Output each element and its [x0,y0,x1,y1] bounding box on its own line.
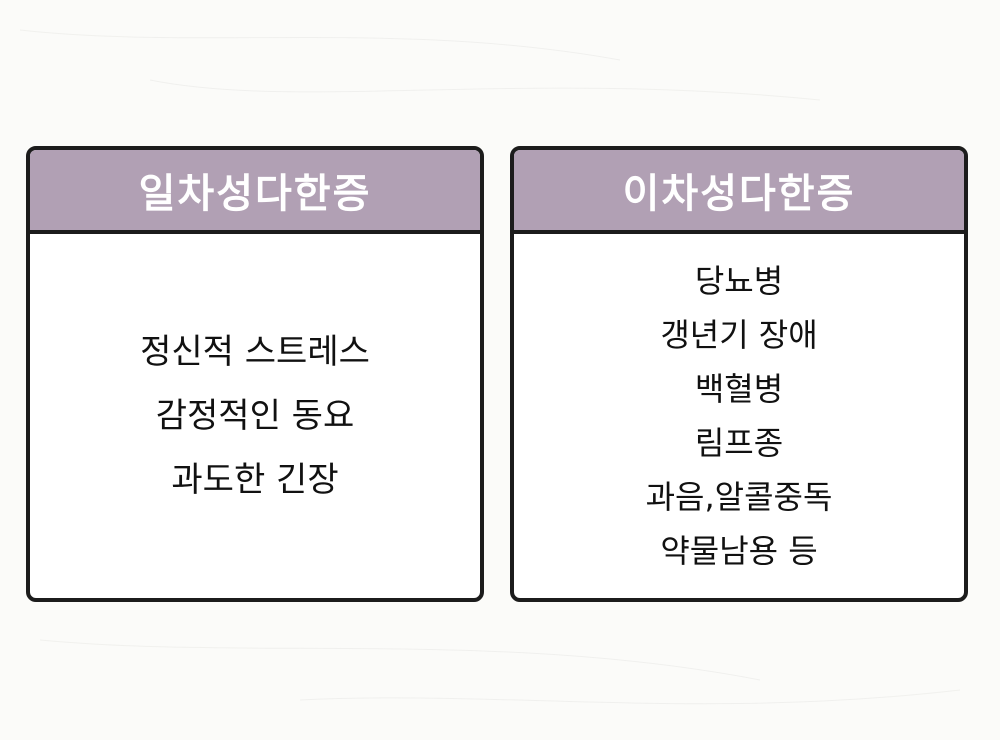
cause-item: 감정적인 동요 [155,396,355,436]
primary-hyperhidrosis-body: 정신적 스트레스 감정적인 동요 과도한 긴장 [30,234,480,598]
cause-item: 갱년기 장애 [660,316,818,354]
primary-hyperhidrosis-header: 일차성다한증 [30,150,480,234]
primary-causes-list: 정신적 스트레스 감정적인 동요 과도한 긴장 [140,320,370,512]
cause-item: 과음,알콜중독 [645,478,833,516]
cause-item: 백혈병 [694,370,784,408]
cause-item: 정신적 스트레스 [140,332,370,372]
secondary-hyperhidrosis-header: 이차성다한증 [514,150,964,234]
secondary-hyperhidrosis-body: 당뇨병 갱년기 장애 백혈병 림프종 과음,알콜중독 약물남용 등 [514,234,964,598]
primary-hyperhidrosis-title: 일차성다한증 [138,171,372,217]
cause-item: 약물남용 등 [660,532,818,570]
primary-hyperhidrosis-card: 일차성다한증 정신적 스트레스 감정적인 동요 과도한 긴장 [26,146,484,602]
cause-item: 림프종 [694,424,784,462]
secondary-causes-list: 당뇨병 갱년기 장애 백혈병 림프종 과음,알콜중독 약물남용 등 [646,254,833,578]
cause-item: 당뇨병 [694,262,784,300]
secondary-hyperhidrosis-card: 이차성다한증 당뇨병 갱년기 장애 백혈병 림프종 과음,알콜중독 약물남용 등 [510,146,968,602]
secondary-hyperhidrosis-title: 이차성다한증 [622,171,856,217]
cause-item: 과도한 긴장 [171,460,339,500]
